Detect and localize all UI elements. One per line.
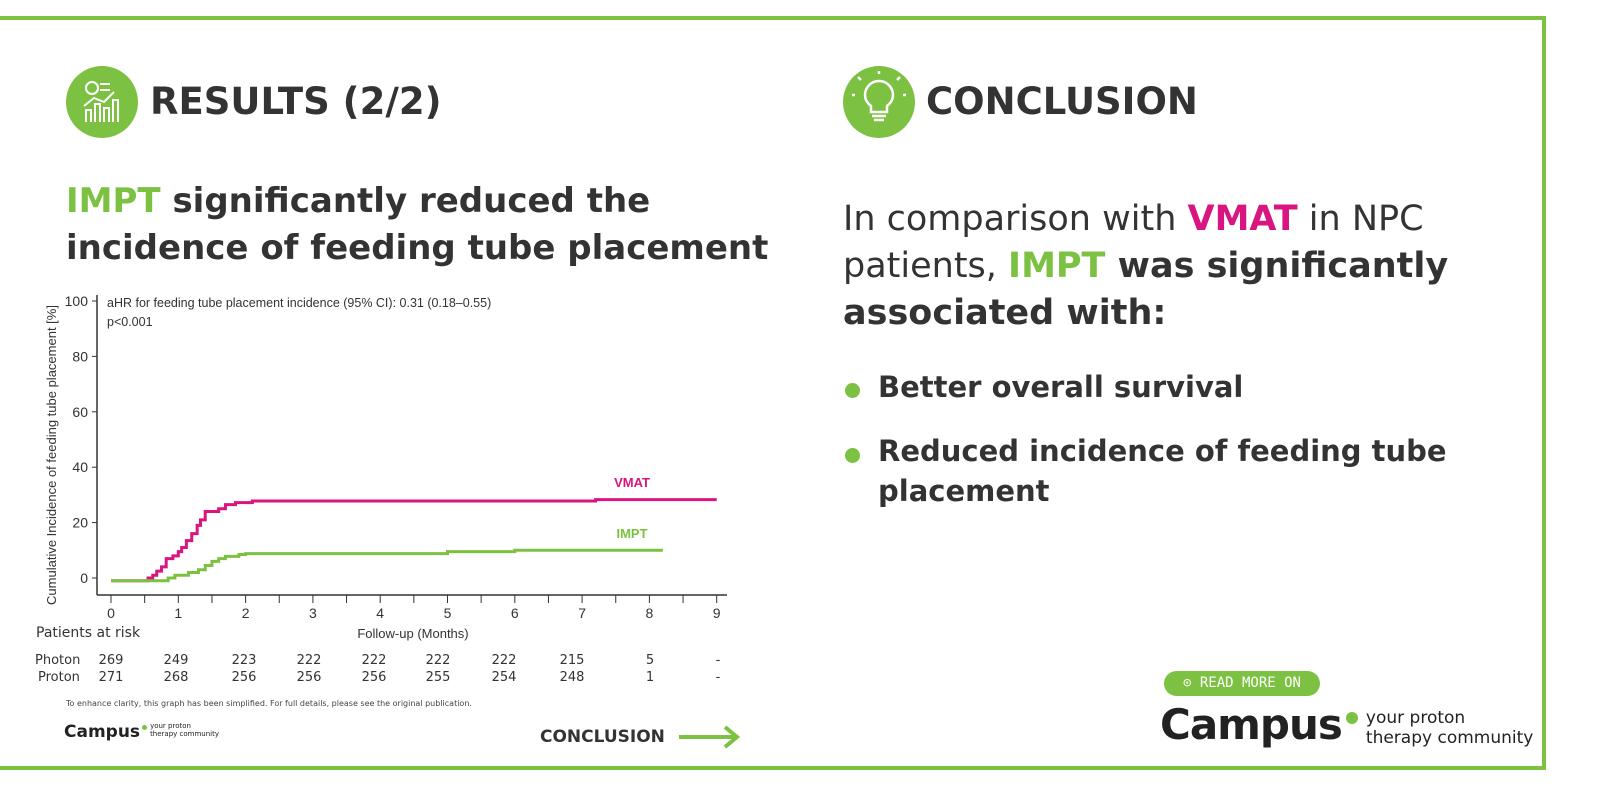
- risk-value: 1: [645, 670, 655, 685]
- x-axis-label: Follow-up (Months): [357, 626, 468, 641]
- series-impt: [111, 548, 663, 583]
- risk-value: 256: [361, 670, 387, 685]
- risk-value: 222: [361, 653, 387, 668]
- x-tick-label: 5: [444, 605, 452, 621]
- y-tick-label: 60: [72, 404, 88, 420]
- x-tick-label: 8: [646, 605, 654, 621]
- series-label-impt: IMPT: [616, 526, 647, 541]
- risk-value: 255: [425, 670, 451, 685]
- x-tick-label: 3: [309, 605, 317, 621]
- read-more-button[interactable]: ⊙ READ MORE ON: [1164, 671, 1320, 696]
- risk-value: 248: [559, 670, 585, 685]
- p-value-annotation: p<0.001: [107, 315, 153, 329]
- risk-value: 254: [491, 670, 517, 685]
- risk-value: 256: [296, 670, 322, 685]
- lightbulb-icon: [843, 66, 915, 138]
- arrow-right-icon: [678, 725, 741, 749]
- bullet-survival: Better overall survival: [878, 370, 1244, 404]
- y-tick-label: 0: [80, 570, 88, 586]
- y-tick-label: 20: [72, 515, 88, 531]
- risk-value: 271: [98, 670, 124, 685]
- y-tick-label: 40: [72, 459, 88, 475]
- logo-dot: [1345, 712, 1358, 724]
- risk-row-label: Photon: [35, 653, 81, 668]
- conclusion-title: CONCLUSION: [926, 80, 1198, 123]
- slide-frame: [0, 16, 1546, 770]
- x-tick-label: 0: [107, 605, 115, 621]
- y-axis-label: Cumulative Incidence of feeding tube pla…: [44, 305, 59, 605]
- chart-icon: [66, 66, 138, 138]
- risk-value: 269: [98, 653, 124, 668]
- x-tick-label: 6: [511, 605, 519, 621]
- bullet-dot: [845, 383, 860, 398]
- hr-annotation: aHR for feeding tube placement incidence…: [107, 296, 491, 310]
- risk-value: 268: [163, 670, 189, 685]
- y-tick-label: 100: [65, 293, 89, 309]
- bullet-dot: [845, 448, 860, 463]
- x-tick-label: 4: [376, 605, 384, 621]
- risk-value: -: [715, 653, 721, 668]
- results-title: RESULTS (2/2): [150, 80, 442, 123]
- conclusion-nav-button[interactable]: CONCLUSION: [540, 724, 743, 750]
- x-tick-label: 2: [242, 605, 250, 621]
- risk-value: 222: [296, 653, 322, 668]
- risk-value: 222: [425, 653, 451, 668]
- y-tick-label: 80: [72, 348, 88, 364]
- risk-value: 249: [163, 653, 189, 668]
- series-label-vmat: VMAT: [614, 475, 650, 490]
- risk-value: -: [715, 670, 721, 685]
- risk-value: 5: [645, 653, 655, 668]
- risk-value: 256: [231, 670, 257, 685]
- footnote: To enhance clarity, this graph has been …: [66, 699, 472, 708]
- risk-value: 223: [231, 653, 257, 668]
- x-tick-label: 1: [174, 605, 182, 621]
- risk-row-label: Proton: [38, 670, 80, 685]
- risk-label: Patients at risk: [36, 625, 141, 641]
- risk-value: 215: [559, 653, 585, 668]
- x-tick-label: 9: [713, 605, 721, 621]
- x-tick-label: 7: [578, 605, 586, 621]
- risk-value: 222: [491, 653, 517, 668]
- chevron-circle-icon: ⊙: [1182, 675, 1200, 691]
